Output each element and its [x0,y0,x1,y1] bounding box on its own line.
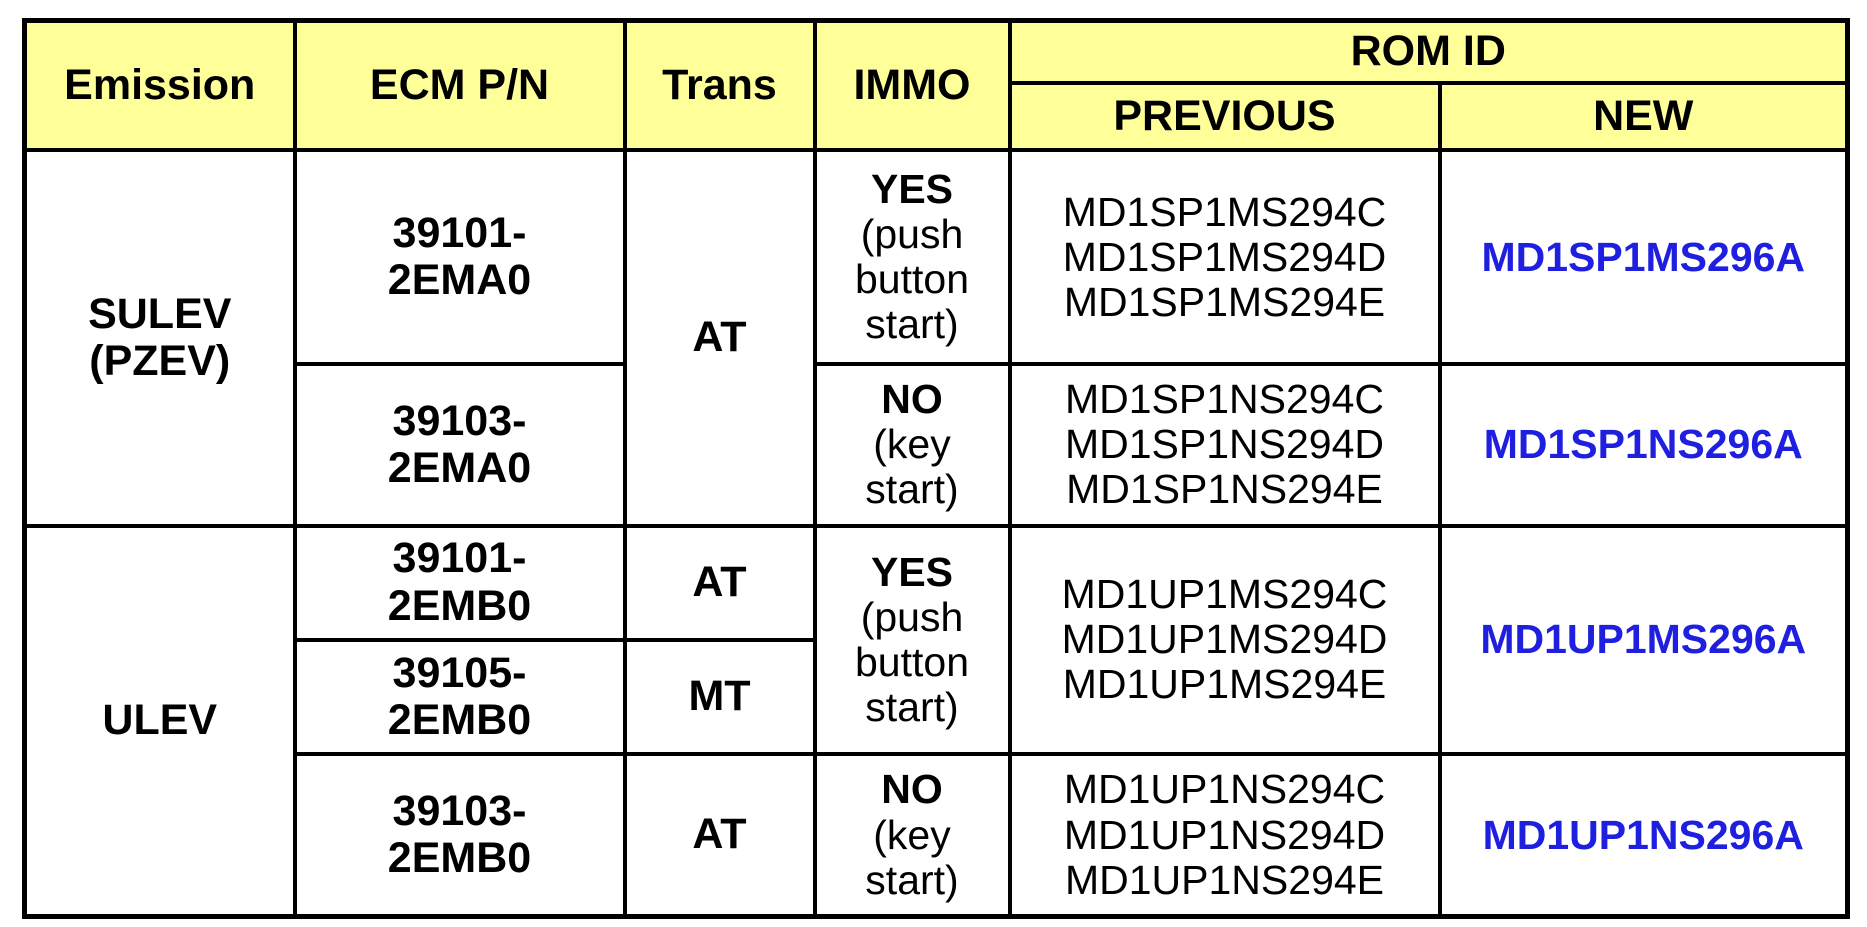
header-immo: IMMO [812,18,1012,153]
emission-label: ULEV [102,696,218,745]
emission-cell-ulev: ULEV [22,523,297,919]
ecm-line2: 2EMA0 [387,443,532,492]
immo-sub: button [855,256,969,303]
ecm-cell: 39101- 2EMA0 [292,148,627,367]
immo-sub: (push [860,593,964,640]
new-rom-id: MD1UP1MS296A [1437,523,1850,757]
new-rom-id: MD1SP1NS296A [1437,362,1850,528]
immo-sub: (key [873,421,951,468]
ecm-cell: 39103- 2EMB0 [292,752,627,919]
immo-sub: (key [873,811,951,858]
header-new: NEW [1437,81,1850,153]
immo-sub: start) [865,856,959,903]
trans-cell: AT [622,148,817,528]
immo-main: YES [870,166,954,213]
trans-cell: MT [622,637,817,757]
previous-rom-id: MD1SP1MS294E [1063,278,1386,325]
header-trans: Trans [622,18,817,153]
ecm-line1: 39101- [392,208,527,257]
immo-cell: YES (push button start) [812,523,1012,757]
rom-id-table: Emission ECM P/N Trans IMMO ROM ID PREVI… [22,18,1850,919]
new-rom-id: MD1SP1MS296A [1437,148,1850,367]
immo-main: NO [881,766,943,813]
previous-rom-id: MD1SP1MS294C [1062,188,1387,235]
previous-rom-id: MD1UP1MS294C [1061,571,1388,618]
header-ecm-pn: ECM P/N [292,18,627,153]
previous-rom-cell: MD1SP1NS294C MD1SP1NS294D MD1SP1NS294E [1007,362,1442,528]
trans-cell: AT [622,523,817,642]
previous-rom-id: MD1UP1NS294E [1064,856,1385,903]
previous-rom-id: MD1UP1NS294C [1063,766,1386,813]
immo-cell: YES (push button start) [812,148,1012,367]
header-rom-id: ROM ID [1007,18,1850,86]
immo-main: NO [881,376,943,423]
previous-rom-id: MD1SP1NS294E [1066,466,1383,513]
previous-rom-cell: MD1SP1MS294C MD1SP1MS294D MD1SP1MS294E [1007,148,1442,367]
immo-sub: (push [860,211,964,258]
ecm-line2: 2EMB0 [387,695,532,744]
header-previous: PREVIOUS [1007,81,1442,153]
ecm-cell: 39101- 2EMB0 [292,523,627,642]
ecm-cell: 39105- 2EMB0 [292,637,627,757]
previous-rom-id: MD1UP1NS294D [1063,811,1386,858]
ecm-line1: 39105- [392,648,527,697]
emission-sublabel: (PZEV) [89,336,231,385]
ecm-line2: 2EMA0 [387,256,532,305]
immo-sub: start) [865,301,959,348]
previous-rom-id: MD1SP1NS294D [1064,421,1385,468]
previous-rom-id: MD1UP1MS294D [1061,616,1388,663]
ecm-line1: 39103- [392,786,527,835]
ecm-line1: 39103- [392,396,527,445]
emission-label: SULEV [88,289,232,338]
previous-rom-cell: MD1UP1NS294C MD1UP1NS294D MD1UP1NS294E [1007,752,1442,919]
emission-cell-sulev: SULEV (PZEV) [22,148,297,528]
previous-rom-id: MD1UP1MS294E [1062,661,1387,708]
ecm-cell: 39103- 2EMA0 [292,362,627,528]
immo-cell: NO (key start) [812,752,1012,919]
immo-main: YES [870,548,954,595]
previous-rom-id: MD1SP1MS294D [1062,233,1387,280]
ecm-line2: 2EMB0 [387,581,532,630]
header-emission: Emission [22,18,297,153]
new-rom-id: MD1UP1NS296A [1437,752,1850,919]
trans-cell: AT [622,752,817,919]
immo-sub: button [855,638,969,685]
previous-rom-id: MD1SP1NS294C [1064,376,1385,423]
ecm-line1: 39101- [392,534,527,583]
ecm-line2: 2EMB0 [387,834,532,883]
previous-rom-cell: MD1UP1MS294C MD1UP1MS294D MD1UP1MS294E [1007,523,1442,757]
immo-cell: NO (key start) [812,362,1012,528]
immo-sub: start) [865,683,959,730]
immo-sub: start) [865,466,959,513]
